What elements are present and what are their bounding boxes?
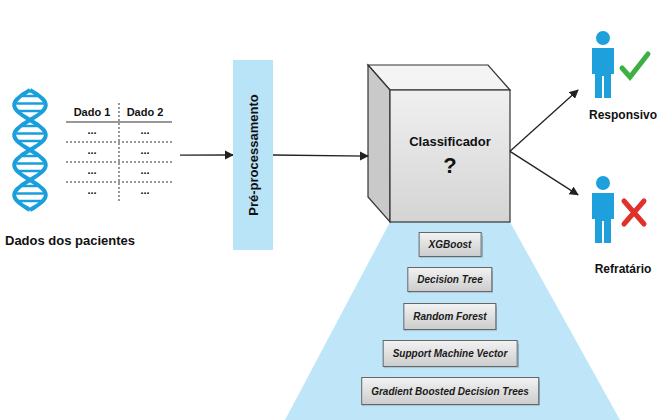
node-label: Refratário — [578, 262, 668, 276]
arrow-connector — [180, 154, 233, 155]
table-cell: ... — [87, 184, 96, 196]
model-box: Support Machine Vector — [383, 340, 518, 367]
model-fan — [285, 222, 620, 420]
table-cell: ... — [140, 124, 149, 136]
table-cell: ... — [140, 144, 149, 156]
dna-icon — [14, 90, 45, 210]
node-label: XGBoost — [429, 239, 472, 250]
person-icon — [592, 31, 614, 98]
patient-data-group: Dados dos pacientes — [5, 88, 180, 248]
classifier-cube: Classificador? — [368, 65, 510, 222]
cube — [368, 65, 510, 222]
node-label: Support Machine Vector — [393, 348, 508, 359]
node-label: Responsivo — [578, 108, 668, 122]
table-cell: ... — [140, 184, 149, 196]
node-label: Gradient Boosted Decision Trees — [371, 386, 529, 397]
table-cell: ... — [87, 164, 96, 176]
outcome-group: Responsivo — [578, 28, 668, 122]
outcome-group: Refratário — [578, 172, 668, 276]
person-icon — [592, 176, 614, 243]
node-symbol: ? — [443, 153, 456, 179]
cross-mark — [624, 201, 644, 224]
node-label: Decision Tree — [417, 274, 482, 285]
table-cell: ... — [87, 124, 96, 136]
node-label: Pré-processamento — [246, 94, 261, 215]
arrow-connector — [273, 155, 368, 156]
data-table-lines — [66, 103, 172, 202]
node-label: Random Forest — [413, 311, 486, 322]
model-box: XGBoost — [419, 232, 482, 257]
model-box: Decision Tree — [407, 267, 492, 292]
node-label: Classificador — [409, 134, 491, 149]
preprocessing-band: Pré-processamento — [233, 60, 273, 250]
table-cell: ... — [87, 144, 96, 156]
check-mark — [622, 54, 648, 77]
table-cell: Dado 2 — [127, 106, 164, 118]
arrow-connector — [510, 90, 578, 151]
table-cell: Dado 1 — [74, 106, 111, 118]
model-box: Random Forest — [403, 303, 496, 330]
node-label: Dados dos pacientes — [5, 233, 180, 248]
table-cell: ... — [140, 164, 149, 176]
model-box: Gradient Boosted Decision Trees — [361, 377, 539, 405]
arrow-connector — [510, 151, 578, 195]
